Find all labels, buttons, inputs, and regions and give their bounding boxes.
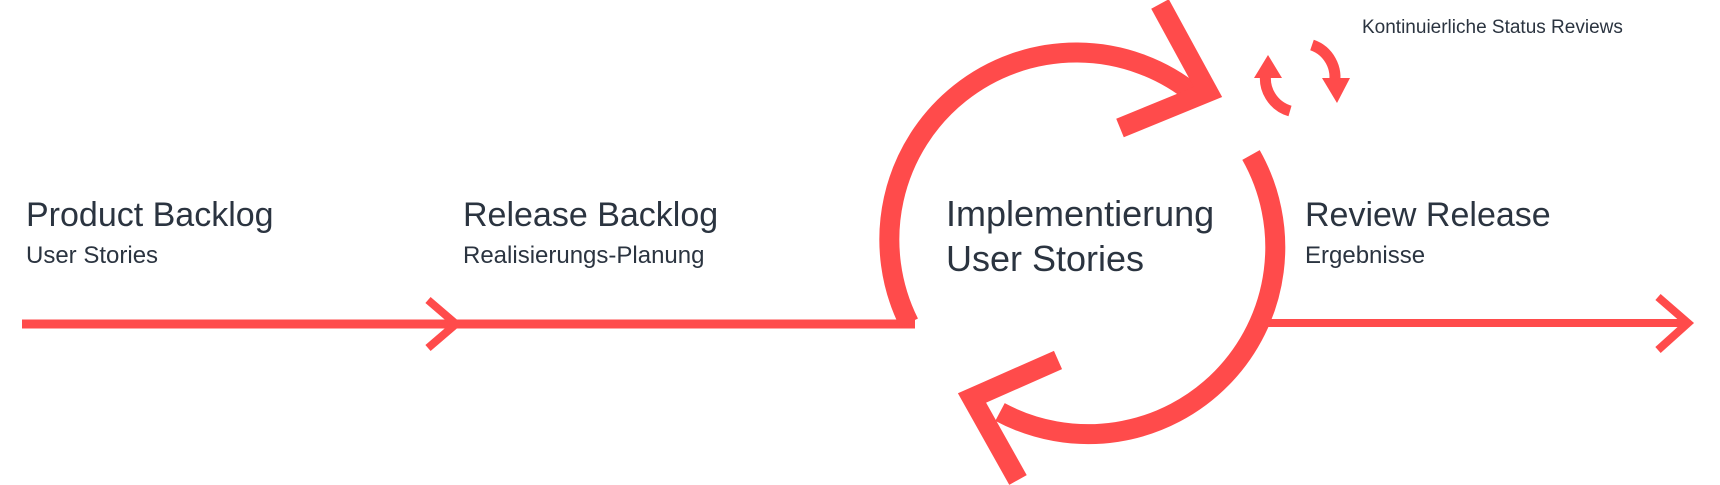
cycle-arc-upper [879,42,1202,328]
stage-title-implementierung: Implementierung [946,193,1215,234]
cycle-arc-lower [995,150,1286,445]
arrow-right-icon [1655,293,1695,353]
stage-subtitle-review-release: Ergebnisse [1305,242,1426,269]
stage-subtitle-product-backlog: User Stories [26,242,159,269]
arrow-right-icon [425,296,463,352]
stage-title-product-backlog: Product Backlog [26,196,274,234]
stage-title-release-backlog: Release Backlog [463,196,719,234]
stage-subtitle-implementierung: User Stories [946,238,1145,279]
cycle-arrowhead-upper [1116,0,1223,138]
stage-title-review-release: Review Release [1305,196,1551,234]
cycle-arrowhead-lower [957,350,1063,485]
stage-subtitle-release-backlog: Realisierungs-Planung [463,242,705,269]
cycle-label: Kontinuierliche Status Reviews [1362,17,1623,38]
